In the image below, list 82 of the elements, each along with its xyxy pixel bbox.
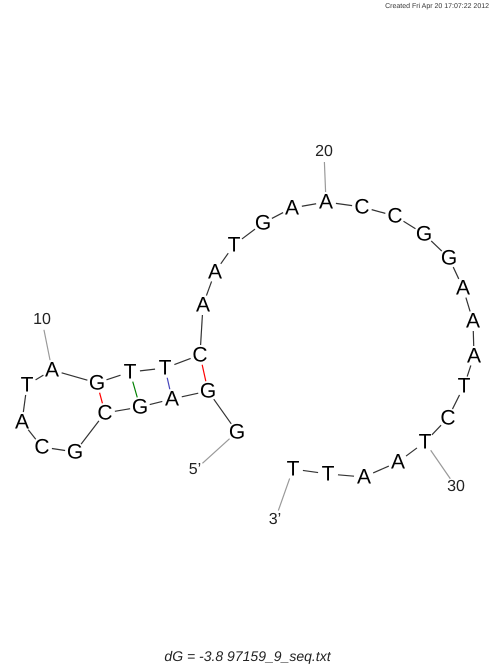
base-pair-line [166, 378, 170, 390]
position-number: 30 [447, 479, 465, 495]
nucleotide-letter: C [34, 436, 50, 458]
nucleotide-letter: G [66, 442, 84, 462]
backbone-line [52, 448, 66, 452]
nucleotide-letter: G [228, 422, 246, 442]
position-number: 20 [315, 144, 333, 160]
nucleotide-letter: T [458, 376, 470, 396]
nucleotide-letter: A [196, 294, 210, 316]
backbone-line [372, 209, 386, 214]
nucleotide-letter: T [158, 358, 172, 378]
backbone-line [114, 408, 130, 412]
base-pair-line [132, 381, 138, 398]
leader-line [278, 478, 290, 511]
position-number: 10 [33, 312, 51, 328]
nucleotide-letter: T [418, 432, 432, 452]
backbone-line [338, 474, 354, 477]
nucleotide-letter: C [440, 408, 456, 428]
backbone-line [174, 358, 191, 366]
backbone-line [220, 252, 229, 264]
nucleotide-letter: A [319, 192, 333, 212]
backbone-line [242, 228, 256, 240]
backbone-line [106, 374, 121, 380]
nucleotide-letter: G [416, 224, 432, 244]
leader-line [430, 450, 451, 480]
backbone-line [182, 392, 198, 398]
nucleotide-letter: G [200, 380, 216, 402]
backbone-line [472, 330, 474, 346]
nucleotide-letter: A [456, 278, 470, 298]
backbone-line [200, 314, 203, 346]
base-pair-line [202, 364, 206, 382]
backbone-line [35, 374, 44, 380]
backbone-line [465, 297, 471, 312]
nucleotide-letter: A [208, 262, 222, 282]
nucleotide-letter: T [20, 374, 34, 396]
backbone-line [336, 202, 352, 206]
backbone-line [61, 372, 88, 381]
nucleotide-letter: T [322, 464, 334, 484]
backbone-line [140, 368, 156, 372]
leader-line [43, 330, 51, 360]
backbone-line [206, 281, 212, 296]
backbone-line [22, 394, 26, 412]
backbone-line [150, 400, 162, 406]
backbone-line [272, 212, 284, 219]
nucleotide-letter: A [357, 466, 371, 488]
position-number: 3’ [268, 512, 282, 528]
nucleotide-letter: G [88, 372, 106, 394]
nucleotide-letter: A [45, 360, 59, 380]
backbone-line [28, 429, 36, 440]
backbone-line [431, 424, 442, 436]
nucleotide-letter: C [97, 402, 113, 424]
backbone-line [302, 470, 318, 474]
nucleotide-letter: G [254, 212, 272, 234]
nucleotide-letter: A [391, 452, 405, 472]
backbone-line [452, 394, 460, 410]
nucleotide-letter: C [192, 344, 208, 366]
nucleotide-letter: A [15, 412, 29, 432]
leader-line [324, 162, 326, 192]
nucleotide-letter: G [440, 248, 458, 268]
nucleotide-letter: C [354, 196, 370, 218]
nucleotide-letter: T [228, 234, 240, 256]
caption: dG = -3.8 97159_9_seq.txt [164, 649, 331, 663]
leader-line [202, 438, 230, 464]
backbone-line [406, 447, 418, 457]
nucleotide-letter: T [286, 458, 300, 480]
backbone-line [372, 465, 390, 474]
backbone-line [452, 266, 460, 280]
backbone-line [466, 365, 472, 377]
backbone-line [80, 420, 100, 444]
backbone-line [213, 398, 232, 424]
nucleotide-letter: C [387, 206, 403, 226]
backbone-line [430, 240, 442, 252]
nucleotide-letter: A [466, 310, 480, 332]
nucleotide-letter: A [285, 198, 299, 218]
position-number: 5’ [188, 462, 202, 478]
nucleotide-letter: A [467, 346, 481, 366]
backbone-line [302, 203, 316, 207]
backbone-line [403, 220, 416, 230]
nucleotide-letter: G [132, 396, 148, 418]
nucleotide-letter: T [124, 362, 136, 382]
base-pair-line [99, 392, 103, 404]
nucleotide-letter: A [165, 388, 179, 410]
